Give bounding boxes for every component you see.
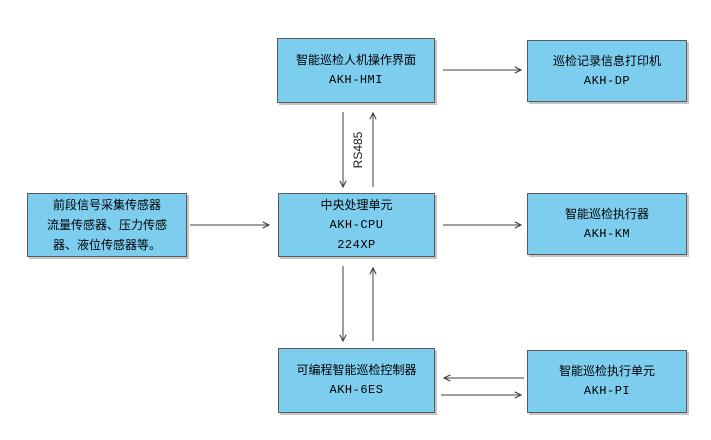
node-label: 智能巡检执行器 (564, 206, 649, 221)
node-label: AKH-HMI (329, 73, 383, 87)
node-label: AKH-DP (583, 73, 631, 88)
node-exec-unit: 智能巡检执行单元 AKH-PI (527, 350, 687, 413)
node-printer: 巡检记录信息打印机 AKH-DP (527, 40, 687, 102)
rs485-edge-label: RS485 (351, 131, 365, 169)
node-plc: 可编程智能巡检控制器 AKH-6ES (278, 348, 435, 413)
node-label: AKH-CPU (329, 217, 384, 232)
node-label: AKH-6ES (329, 383, 384, 397)
node-sensors: 前段信号采集传感器流量传感器、压力传感器、液位传感器等。 (27, 193, 187, 257)
node-label: 器、液位传感器等。 (52, 237, 161, 252)
node-label: AKH-PI (583, 384, 631, 398)
node-label: 中央处理单元 (320, 197, 393, 212)
node-actuator: 智能巡检执行器 AKH-KM (527, 193, 687, 255)
node-hmi: 智能巡检人机操作界面 AKH-HMI (277, 38, 435, 103)
node-label: 巡检记录信息打印机 (552, 53, 661, 68)
node-cpu: 中央处理单元 AKH-CPU 224XP (278, 193, 435, 257)
node-label: 224XP (337, 237, 376, 252)
node-label: AKH-KM (583, 226, 631, 241)
node-label: 可编程智能巡检控制器 (296, 363, 417, 377)
node-label: 智能巡检执行单元 (558, 364, 655, 378)
node-label: 流量传感器、压力传感 (46, 217, 167, 232)
node-label: 智能巡检人机操作界面 (295, 53, 416, 67)
node-label: 前段信号采集传感器 (52, 197, 161, 212)
